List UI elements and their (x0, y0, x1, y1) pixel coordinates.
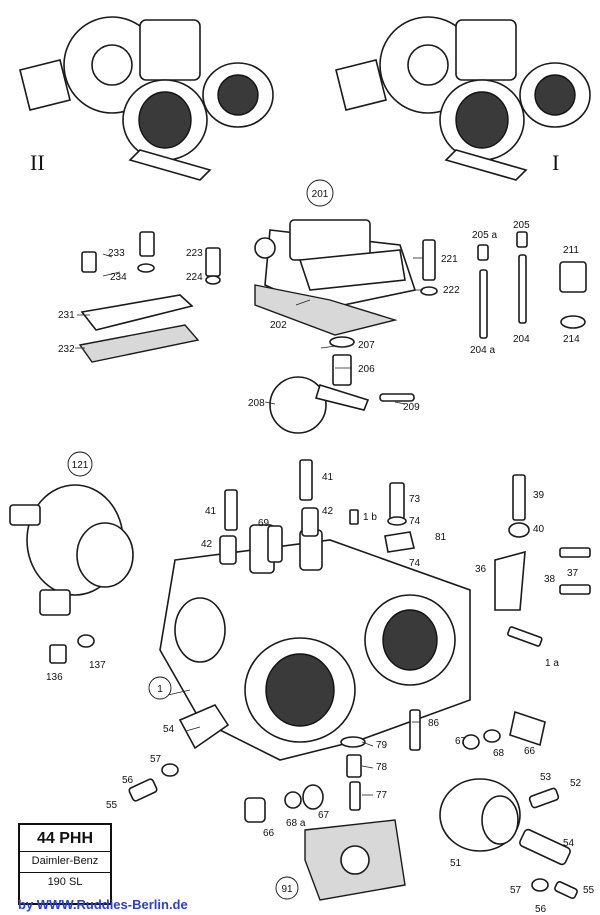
callout-204: 204 (513, 334, 530, 345)
callout-51: 51 (450, 858, 462, 869)
callout-74-a: 74 (409, 516, 421, 527)
callout-201: 201 (312, 189, 329, 200)
callout-214: 214 (563, 334, 580, 345)
callout-86: 86 (428, 718, 440, 729)
callout-42-top: 42 (322, 506, 334, 517)
callout-66-right: 66 (524, 746, 536, 757)
callout-231: 231 (58, 310, 75, 321)
callout-207: 207 (358, 340, 375, 351)
callout-206: 206 (358, 364, 375, 375)
callout-54-right: 54 (563, 838, 575, 849)
main-carburetor-body (159, 524, 471, 761)
callout-39: 39 (533, 490, 545, 501)
callout-53: 53 (540, 772, 552, 783)
callout-209: 209 (403, 402, 420, 413)
callout-204a: 204 a (470, 345, 495, 356)
mounting-plates-group (78, 231, 221, 363)
callout-36: 36 (475, 564, 487, 575)
callout-37: 37 (567, 568, 579, 579)
callout-232: 232 (58, 344, 75, 355)
callout-211: 211 (563, 245, 579, 256)
callout-136: 136 (46, 672, 63, 683)
callout-121: 121 (72, 460, 89, 471)
info-divider-2 (20, 872, 110, 873)
small-parts-bottom (128, 703, 578, 901)
callout-55: 55 (106, 800, 118, 811)
callout-234: 234 (110, 272, 127, 283)
callout-79: 79 (376, 740, 388, 751)
callout-67: 67 (318, 810, 330, 821)
callout-222: 222 (443, 285, 460, 296)
callout-52: 52 (570, 778, 582, 789)
callout-78: 78 (376, 762, 388, 773)
callout-67-right: 67 (455, 736, 467, 747)
callout-73: 73 (409, 494, 421, 505)
cover-group (254, 219, 438, 434)
carburetor-assembly-i (335, 16, 591, 181)
callout-1: 1 (157, 684, 163, 695)
callout-57: 57 (150, 754, 162, 765)
manufacturer-line: Daimler-Benz (31, 855, 99, 867)
callout-91: 91 (281, 884, 293, 895)
fuel-pump-assembly (9, 484, 134, 664)
callout-137: 137 (89, 660, 106, 671)
callout-233: 233 (108, 248, 125, 259)
callout-202: 202 (270, 320, 287, 331)
callout-41-top: 41 (322, 472, 334, 483)
callout-223: 223 (186, 248, 203, 259)
callout-68: 68 (493, 748, 505, 759)
callout-54: 54 (163, 724, 175, 735)
callout-42: 42 (201, 539, 213, 550)
source-credit: by WWW.Ruddies-Berlin.de (18, 897, 188, 912)
model-info-box: 44 PHH Daimler-Benz 190 SL (18, 823, 112, 905)
callout-224: 224 (186, 272, 203, 283)
model-number: 44 PHH (36, 830, 94, 847)
callout-221: 221 (441, 254, 458, 265)
small-parts-right (219, 459, 591, 751)
callout-208: 208 (248, 398, 265, 409)
callout-56: 56 (122, 775, 134, 786)
callout-205a: 205 a (472, 230, 497, 241)
callout-69: 69 (258, 518, 270, 529)
variant-label-ii: II (30, 150, 45, 175)
leader-lines (75, 253, 423, 796)
callout-41: 41 (205, 506, 217, 517)
callout-81: 81 (435, 532, 447, 543)
jets-group (477, 231, 587, 339)
callout-57-right: 57 (510, 885, 522, 896)
callout-74-b: 74 (409, 558, 421, 569)
info-divider (20, 851, 110, 852)
callout-205: 205 (513, 220, 530, 231)
callout-55-right: 55 (583, 885, 595, 896)
callout-1b: 1 b (363, 512, 377, 523)
callout-66: 66 (263, 828, 275, 839)
callout-56-right: 56 (535, 904, 547, 915)
variant-label-i: I (552, 150, 559, 175)
carburetor-assembly-ii (19, 16, 274, 181)
callout-77: 77 (376, 790, 388, 801)
callout-68a: 68 a (286, 818, 306, 829)
callout-38: 38 (544, 574, 556, 585)
callout-40: 40 (533, 524, 545, 535)
vehicle-model-line: 190 SL (47, 876, 83, 888)
callouts: 201 202 207 206 208 209 221 222 223 224 … (46, 179, 595, 915)
callout-1a: 1 a (545, 658, 559, 669)
